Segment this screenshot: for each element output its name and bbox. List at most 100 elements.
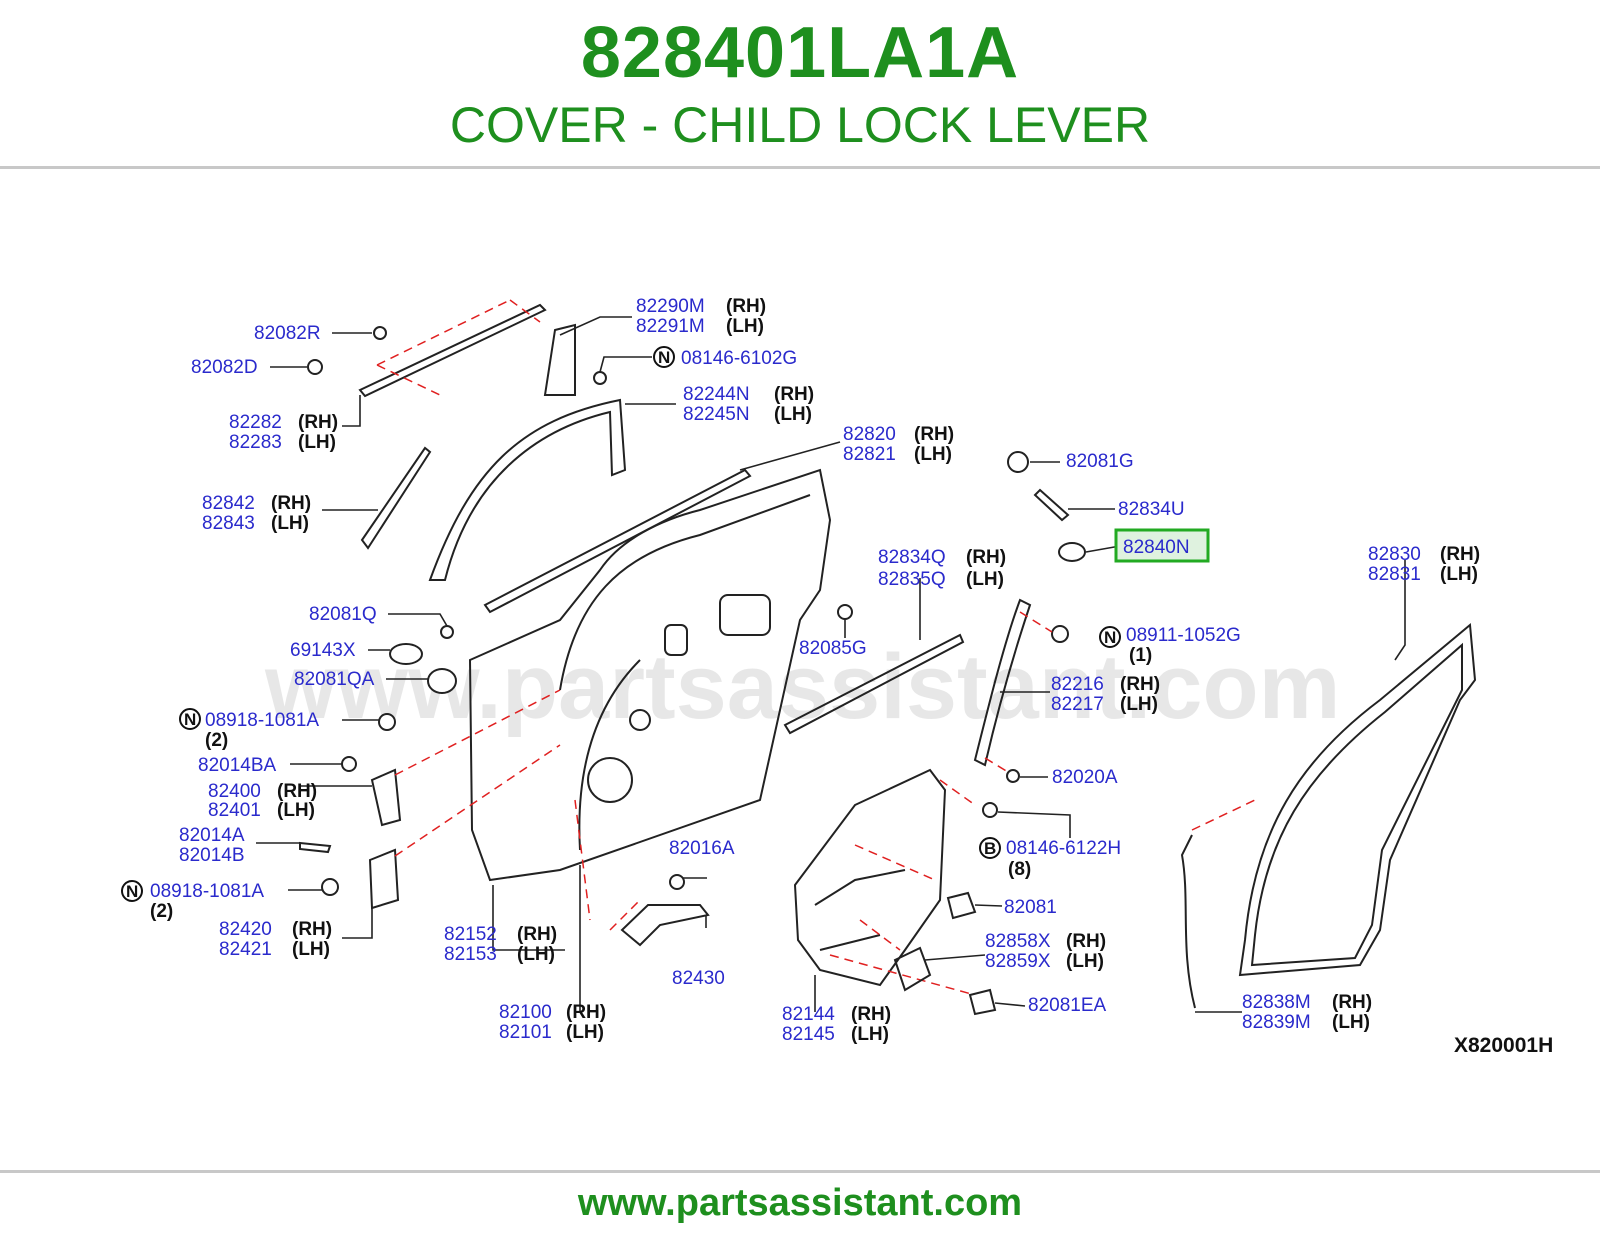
side-lh: (LH) (566, 1022, 604, 1043)
callout-82282[interactable]: 82282 (229, 412, 282, 433)
callout-08911-1052g[interactable]: 08911-1052G (1126, 625, 1241, 646)
callout-82145[interactable]: 82145 (782, 1024, 835, 1045)
nut-82085g (837, 604, 853, 620)
callout-82081ea[interactable]: 82081EA (1028, 995, 1107, 1016)
nut-08911 (1051, 625, 1069, 643)
callout-82290m[interactable]: 82290M (636, 296, 705, 317)
ref-n-marker (121, 880, 143, 902)
callout-82152[interactable]: 82152 (444, 924, 497, 945)
callout-82400[interactable]: 82400 (208, 781, 261, 802)
callout-82821[interactable]: 82821 (843, 444, 896, 465)
clip-82081 (946, 891, 977, 920)
side-lh: (LH) (966, 569, 1004, 590)
bracket-82858x (893, 946, 932, 992)
plug-82081qa (427, 668, 457, 694)
qty-1: (1) (1129, 645, 1152, 666)
callout-82820[interactable]: 82820 (843, 424, 896, 445)
side-lh: (LH) (914, 444, 952, 465)
callout-82081qa[interactable]: 82081QA (294, 669, 375, 690)
door-lock-hole (719, 594, 771, 636)
callout-82839m[interactable]: 82839M (1242, 1012, 1311, 1033)
ref-n-marker (1099, 626, 1121, 648)
side-rh: (RH) (851, 1004, 891, 1025)
bolt-08146-6122h (982, 802, 998, 818)
callout-82843[interactable]: 82843 (202, 513, 255, 534)
ref-n-letter: N (184, 710, 196, 729)
callout-82401[interactable]: 82401 (208, 800, 261, 821)
side-lh: (LH) (298, 432, 336, 453)
door-inner-frame (559, 494, 811, 851)
side-rh: (RH) (1332, 992, 1372, 1013)
callout-82085g[interactable]: 82085G (799, 638, 867, 659)
door-weatherstrip (1238, 623, 1477, 977)
callout-82153[interactable]: 82153 (444, 944, 497, 965)
qty-2-lower: (2) (150, 901, 173, 922)
callout-82216[interactable]: 82216 (1051, 674, 1104, 695)
callout-82291m[interactable]: 82291M (636, 316, 705, 337)
bolt-82014a (299, 841, 332, 854)
side-rh: (RH) (1120, 674, 1160, 695)
callout-82081g[interactable]: 82081G (1066, 451, 1134, 472)
callout-82082d[interactable]: 82082D (191, 357, 258, 378)
leader-lines (256, 316, 1406, 1013)
screw-82082d (307, 359, 323, 375)
callout-08146-6122h[interactable]: 08146-6122H (1006, 838, 1121, 859)
side-rh: (RH) (517, 924, 557, 945)
side-rh: (RH) (277, 781, 317, 802)
callout-82421[interactable]: 82421 (219, 939, 272, 960)
seal-strip-82834q (783, 633, 965, 735)
side-lh: (LH) (292, 939, 330, 960)
callout-82430[interactable]: 82430 (672, 968, 725, 989)
lower-hinge (368, 848, 400, 910)
door-speaker-hole (587, 757, 633, 803)
highlight-box (1114, 528, 1210, 563)
callout-82834u[interactable]: 82834U (1118, 499, 1185, 520)
callout-82014b[interactable]: 82014B (179, 845, 245, 866)
callout-82283[interactable]: 82283 (229, 432, 282, 453)
side-rh: (RH) (1440, 544, 1480, 565)
callout-82835q[interactable]: 82835Q (878, 569, 946, 590)
callout-08918-1081a-lower[interactable]: 08918-1081A (150, 881, 264, 902)
trim-guide-dash (829, 779, 976, 996)
footer-url[interactable]: www.partsassistant.com (577, 1182, 1023, 1224)
callout-82081[interactable]: 82081 (1004, 897, 1057, 918)
side-rh: (RH) (774, 384, 814, 405)
callout-08918-1081a-upper[interactable]: 08918-1081A (205, 710, 319, 731)
callout-82014ba[interactable]: 82014BA (198, 755, 277, 776)
callout-82838m[interactable]: 82838M (1242, 992, 1311, 1013)
callout-82081q[interactable]: 82081Q (309, 604, 377, 625)
callout-82859x[interactable]: 82859X (985, 951, 1051, 972)
header-divider (0, 166, 1600, 169)
grommet-82081g (1007, 451, 1029, 473)
door-trim-panel (793, 768, 947, 987)
callout-82830[interactable]: 82830 (1368, 544, 1421, 565)
side-lh: (LH) (726, 316, 764, 337)
callout-82420[interactable]: 82420 (219, 919, 272, 940)
callout-82100[interactable]: 82100 (499, 1002, 552, 1023)
part-description: COVER - CHILD LOCK LEVER (449, 97, 1151, 153)
callout-82831[interactable]: 82831 (1368, 564, 1421, 585)
callout-82244n[interactable]: 82244N (683, 384, 750, 405)
callout-82020a[interactable]: 82020A (1052, 767, 1118, 788)
callout-82842[interactable]: 82842 (202, 493, 255, 514)
callout-82016a[interactable]: 82016A (669, 838, 735, 859)
callout-82834q[interactable]: 82834Q (878, 547, 946, 568)
callout-08146-6102g[interactable]: 08146-6102G (681, 348, 797, 369)
callout-82082r[interactable]: 82082R (254, 323, 321, 344)
callout-82858x[interactable]: 82858X (985, 931, 1051, 952)
ref-b-letter: B (984, 839, 996, 858)
callout-82217[interactable]: 82217 (1051, 694, 1104, 715)
callout-82245n[interactable]: 82245N (683, 404, 750, 425)
callout-82101[interactable]: 82101 (499, 1022, 552, 1043)
callout-82144[interactable]: 82144 (782, 1004, 835, 1025)
ref-n-marker (653, 346, 675, 368)
callout-82840n[interactable]: 82840N (1123, 537, 1190, 558)
nut-08918-upper (378, 713, 396, 731)
callout-82014a[interactable]: 82014A (179, 825, 245, 846)
side-rh: (RH) (726, 296, 766, 317)
parts-linework (299, 299, 1477, 1016)
sash-guide-dash (984, 611, 1053, 773)
callout-69143x[interactable]: 69143X (290, 640, 356, 661)
hinge-guide-dash (394, 689, 641, 931)
side-lh: (LH) (277, 800, 315, 821)
